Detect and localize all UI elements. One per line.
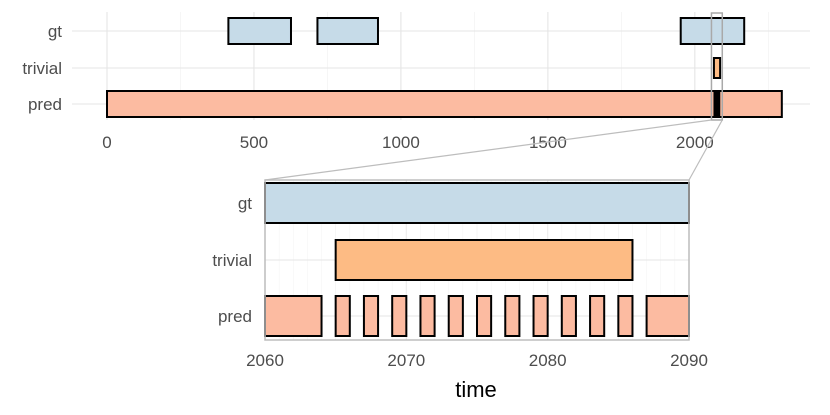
bar-pred-1 [334,295,351,337]
bar-pred-7 [504,295,521,337]
x-tick-label: 2060 [246,351,284,370]
bar-trivial-0 [334,239,634,281]
overview-panel: gttrivialpred0500100015002000 [22,12,810,152]
bar-pred-11 [617,295,634,337]
row-label-trivial: trivial [212,251,252,270]
bar-pred-6 [476,295,493,337]
bar-pred-0 [106,90,783,118]
dense-pred-segments [713,92,721,116]
bar-pred-12 [645,295,690,337]
bar-pred-4 [419,295,436,337]
x-axis-title: time [455,377,497,402]
x-tick-label: 0 [102,133,111,152]
x-tick-label: 1000 [382,133,420,152]
x-tick-label: 2090 [670,351,708,370]
row-label-pred: pred [218,307,252,326]
zoom-window-box [710,12,724,121]
bar-pred-10 [589,295,606,337]
bar-pred-5 [447,295,464,337]
row-label-trivial: trivial [22,59,62,78]
bar-gt-0 [264,182,690,224]
row-label-gt: gt [238,194,252,213]
connector-right [688,119,723,181]
x-tick-label: 500 [240,133,268,152]
bar-pred-8 [532,295,549,337]
bar-pred-0 [264,295,323,337]
x-tick-label: 2080 [529,351,567,370]
connector-left [264,119,712,181]
x-tick-label: 2070 [387,351,425,370]
bar-gt-1 [316,17,379,45]
bar-pred-3 [391,295,408,337]
bar-pred-9 [560,295,577,337]
bar-pred-2 [362,295,380,337]
bar-trivial-0 [712,57,722,79]
zoom-connectors [264,119,723,181]
bar-gt-0 [227,17,292,45]
bar-gt-2 [679,17,746,45]
row-label-gt: gt [48,22,62,41]
row-label-pred: pred [28,95,62,114]
zoom-panel: gt trivial pred 2060 2070 2080 2090 [212,179,708,370]
x-tick-label: 2000 [676,133,714,152]
zoom-frame [264,179,690,341]
